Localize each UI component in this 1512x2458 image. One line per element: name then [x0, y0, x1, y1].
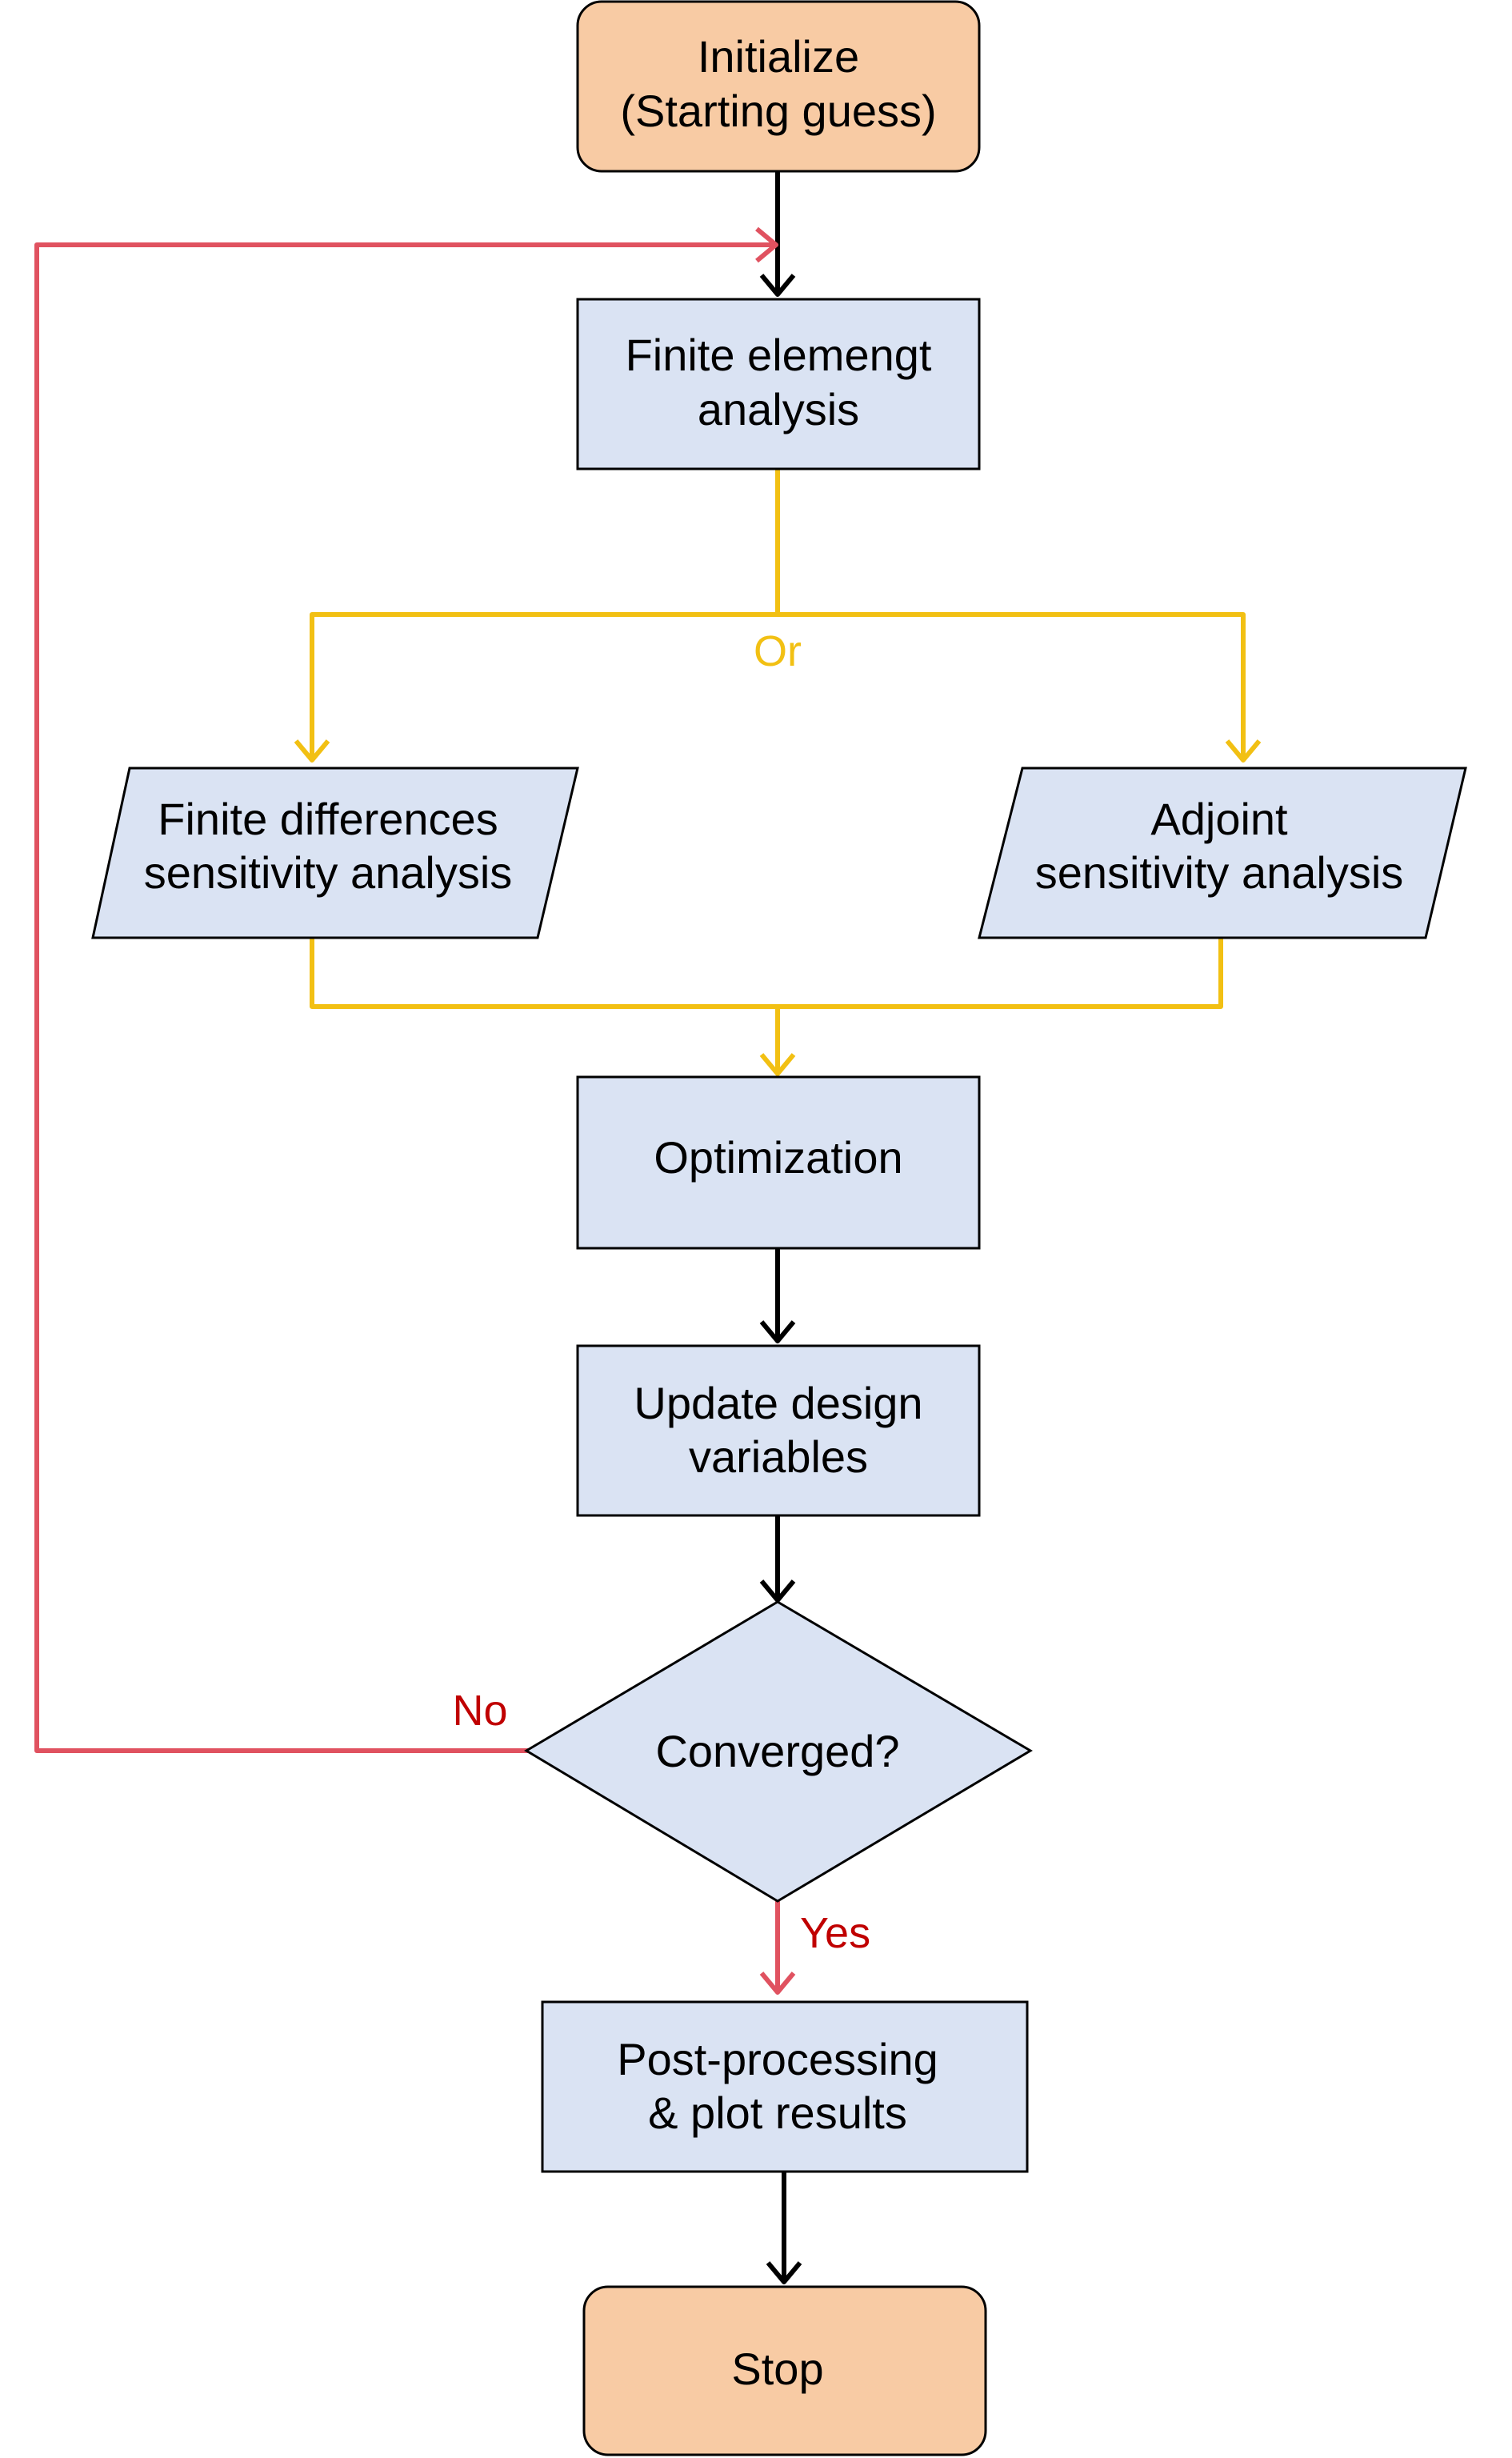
post-processing-node: Post-processing & plot results: [541, 2000, 1029, 2173]
edge-post-to-stop: [766, 2172, 802, 2284]
fd-sensitivity-node: Finite differences sensitivity analysis: [91, 767, 579, 939]
post-processing-node-line1: Post-processing: [617, 2034, 938, 2084]
post-processing-node-line2: & plot results: [648, 2088, 907, 2138]
edge-converged-yes: [759, 1901, 796, 1995]
edge-fea-branch: [294, 469, 1262, 763]
fea-node-line2: analysis: [698, 384, 859, 434]
optimization-node-label: Optimization: [654, 1132, 902, 1183]
branch-or-label: Or: [754, 627, 802, 675]
decision-yes-label: Yes: [800, 1909, 870, 1957]
start-node-line1: Initialize: [698, 31, 859, 82]
optimization-node: Optimization: [576, 1075, 981, 1250]
start-node-line2: (Starting guess): [620, 86, 936, 136]
update-node-line1: Update design: [634, 1378, 922, 1428]
adjoint-sensitivity-node-line2: sensitivity analysis: [1035, 847, 1404, 898]
start-node: Initialize (Starting guess): [576, 0, 981, 173]
converged-node-label: Converged?: [655, 1726, 899, 1776]
edge-optimization-to-update: [759, 1248, 796, 1343]
update-node: Update design variables: [576, 1344, 981, 1517]
adjoint-sensitivity-node: Adjoint sensitivity analysis: [978, 767, 1467, 939]
edge-update-to-converged: [759, 1515, 796, 1603]
edge-converged-no-loop: [34, 226, 778, 1753]
stop-node: Stop: [582, 2285, 987, 2456]
fd-sensitivity-node-line2: sensitivity analysis: [144, 847, 513, 898]
converged-node: Converged?: [524, 1600, 1033, 1903]
stop-node-label: Stop: [731, 2344, 823, 2394]
fd-sensitivity-node-line1: Finite differences: [158, 794, 498, 844]
decision-no-label: No: [452, 1687, 507, 1735]
fea-node-line1: Finite elemengt: [626, 330, 932, 380]
edge-sensitivity-merge: [310, 938, 1223, 1076]
edge-start-to-fea: [759, 171, 796, 297]
connectors: [34, 171, 1262, 2284]
update-node-line2: variables: [689, 1431, 868, 1482]
adjoint-sensitivity-node-line1: Adjoint: [1150, 794, 1288, 844]
fea-node: Finite elemengt analysis: [576, 298, 981, 470]
